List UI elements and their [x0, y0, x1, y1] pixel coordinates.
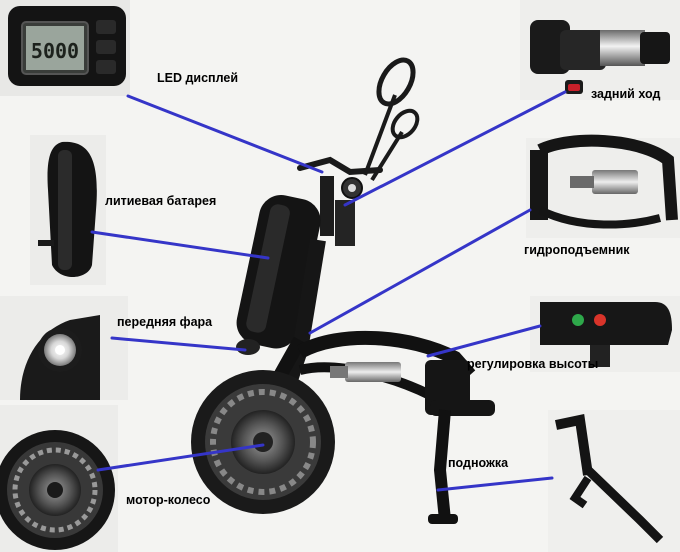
- handcycle-main: [191, 57, 495, 524]
- motor-wheel-icon: [191, 370, 335, 514]
- hydraulic-cylinder-icon: [330, 362, 401, 382]
- reverse-button-icon: [568, 84, 580, 91]
- label-headlight: передняя фара: [117, 315, 213, 329]
- label-kickstand: подножка: [448, 456, 509, 470]
- inset-motor-wheel: [0, 405, 118, 552]
- leader-led-display: [126, 94, 324, 174]
- inset-height-adjust: [530, 296, 680, 372]
- label-reverse: задний ход: [591, 87, 661, 101]
- label-hydraulic-lift: гидроподъемник: [524, 243, 630, 257]
- label-battery: литиевая батарея: [105, 194, 217, 208]
- leader-height-adjust: [426, 324, 542, 358]
- leader-reverse: [343, 90, 567, 207]
- label-led-display: LED дисплей: [157, 71, 239, 85]
- kickstand-icon: [554, 414, 593, 476]
- inset-kickstand: [548, 410, 680, 552]
- leader-hydraulic-lift: [308, 208, 532, 335]
- inset-headlight: [0, 296, 128, 400]
- inset-battery: [30, 135, 106, 285]
- mirror-icon: [363, 57, 420, 182]
- label-motor-wheel: мотор-колесо: [126, 493, 211, 507]
- height-adjust-switch-icon: [572, 314, 584, 326]
- inset-hydraulic-lift: [526, 134, 680, 238]
- leader-motor-wheel: [96, 443, 265, 472]
- leader-kickstand: [436, 476, 554, 492]
- throttle-grip-icon: [600, 30, 645, 66]
- inset-led-display: 5000: [0, 0, 130, 96]
- lcd-display-icon: 5000: [31, 39, 79, 63]
- inset-throttle: [520, 0, 680, 100]
- leader-battery: [90, 230, 270, 260]
- leader-lines: [90, 90, 567, 492]
- leader-headlight: [110, 336, 247, 352]
- label-height-adjustment: регулировка высоты: [467, 357, 599, 371]
